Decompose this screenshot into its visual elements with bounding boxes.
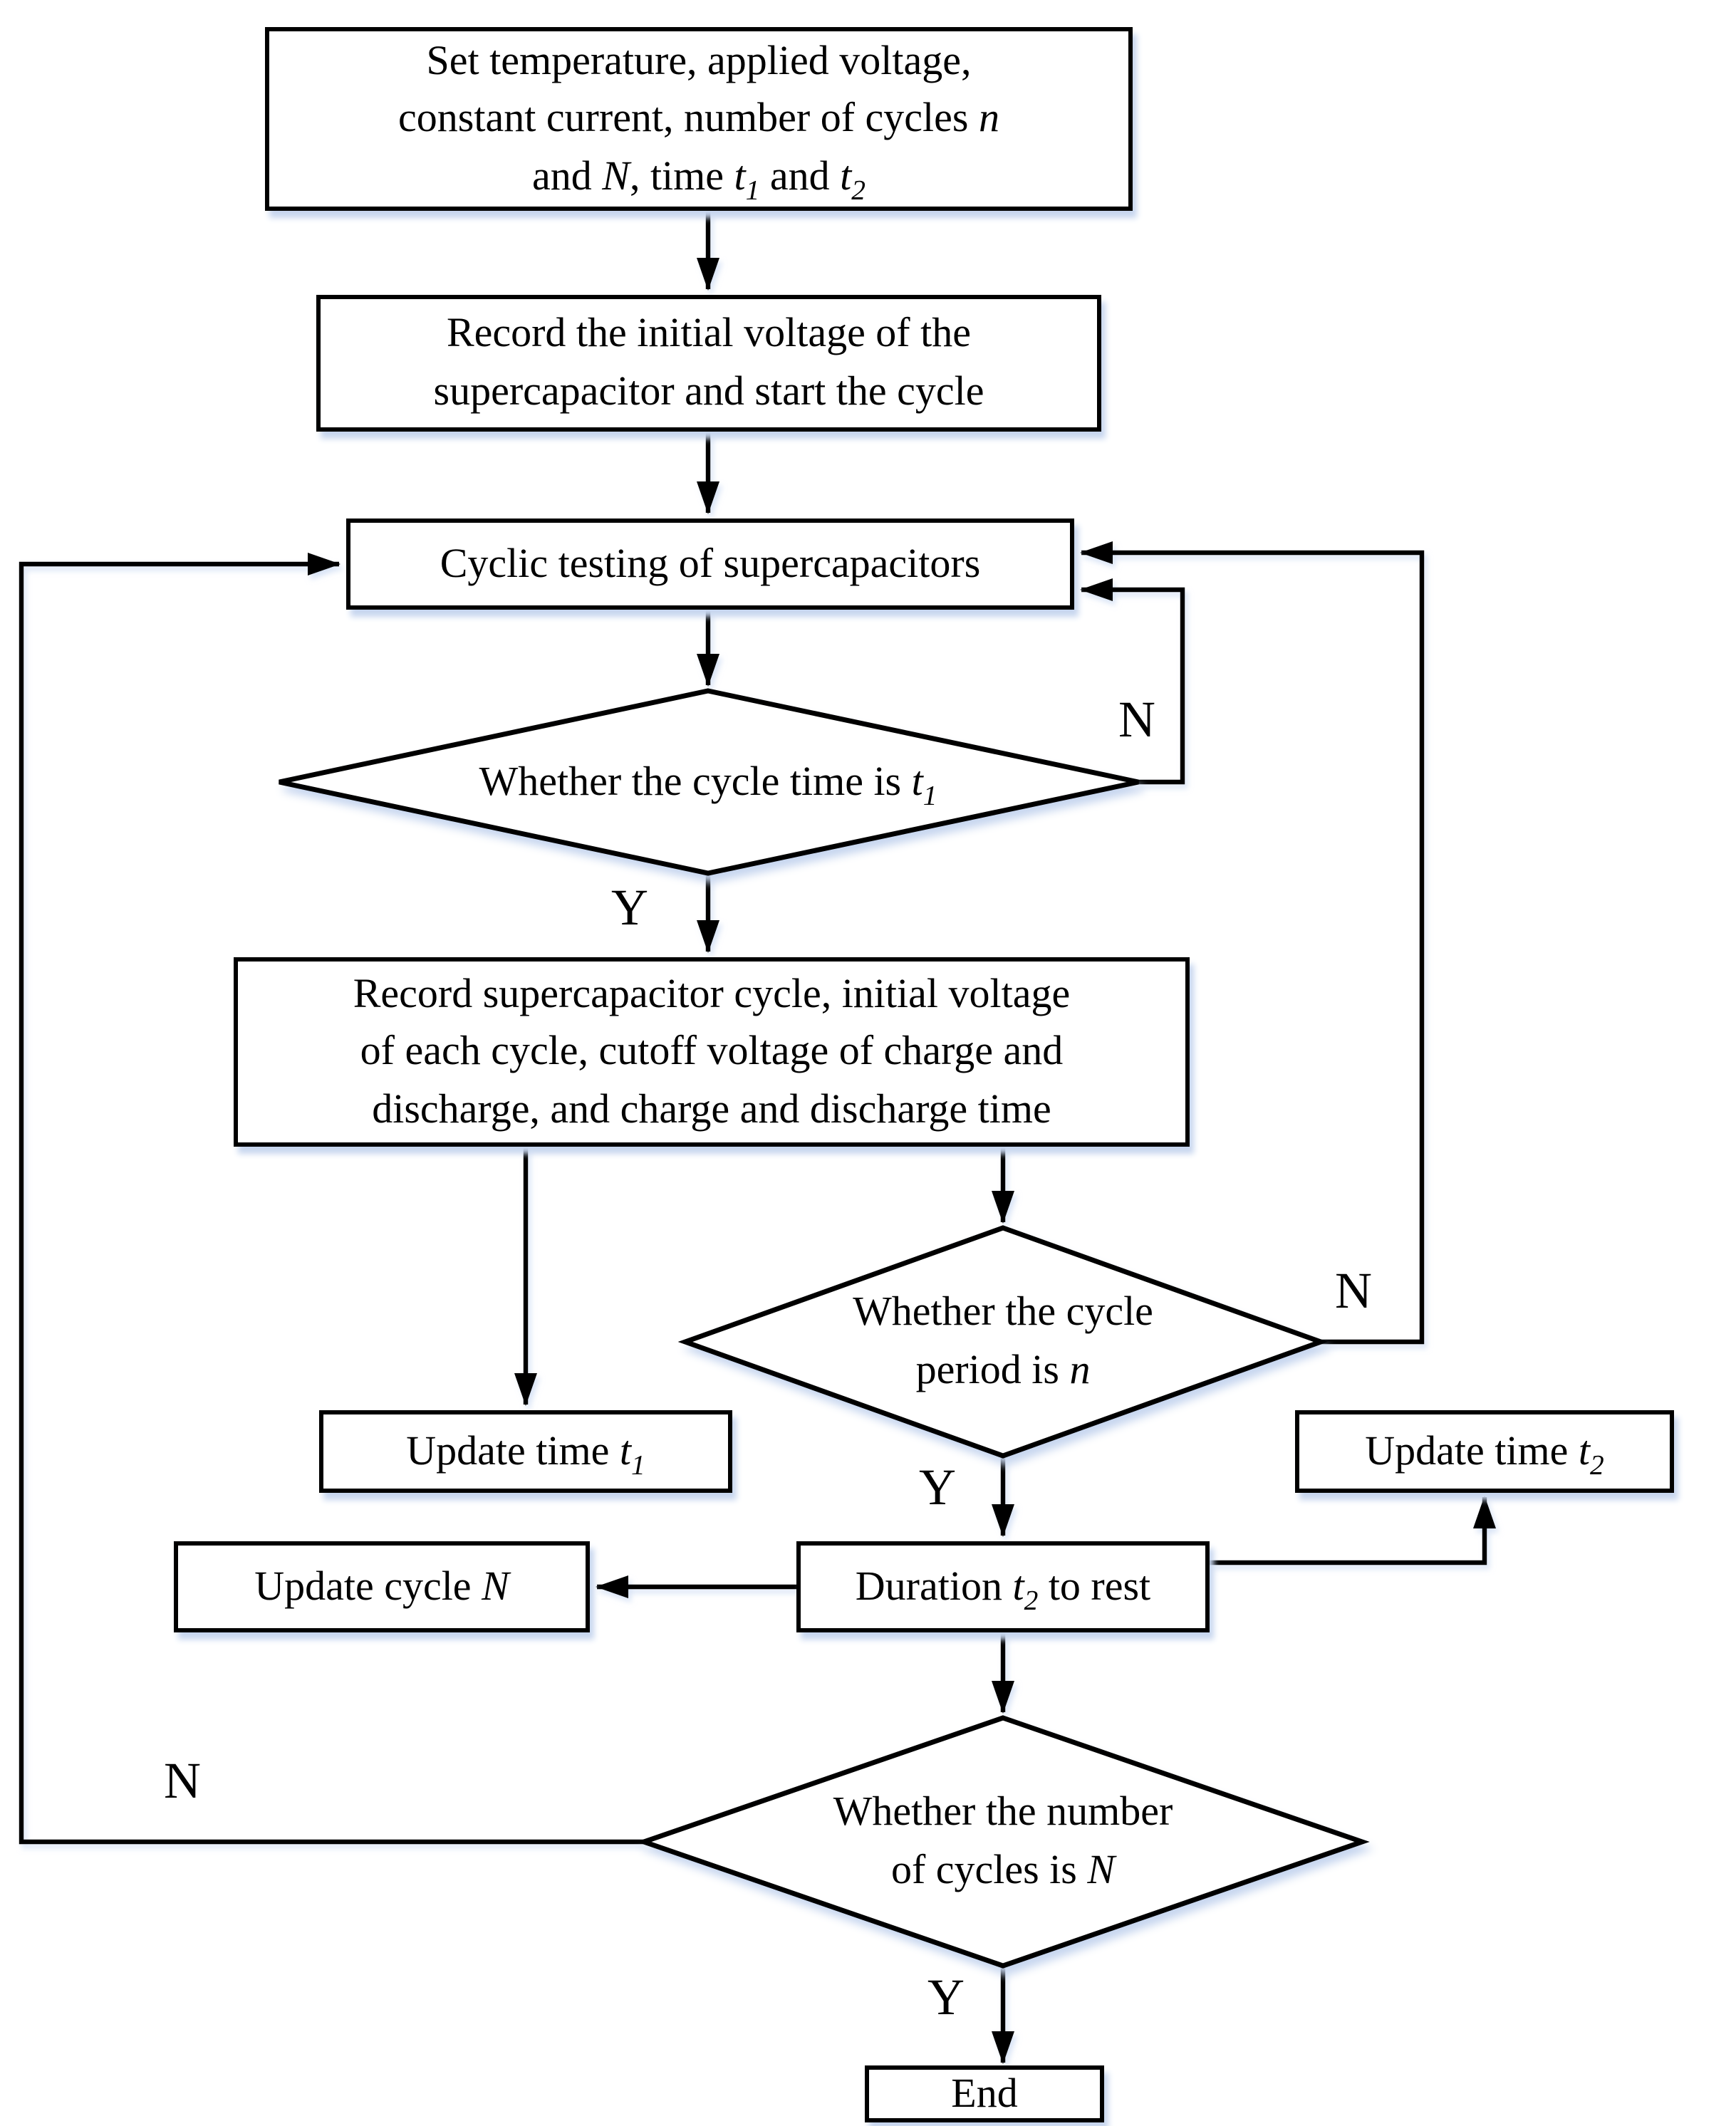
node-update-t2: Update time t2 [1295,1410,1674,1493]
text-part: Cyclic testing of supercapacitors [440,541,981,587]
connector-duration-to-update-t2 [1210,1496,1496,1565]
branch-label-yes-cycle-time: Y [611,879,648,936]
node-update-t1: Update time t1 [319,1410,732,1493]
text-part: n [978,95,999,142]
text-part: 1 [745,174,760,207]
node-cyclic-testing: Cyclic testing of supercapacitors [346,519,1074,610]
node-end-label: End [951,2065,1017,2122]
node-start-label: Set temperature, applied voltage, consta… [398,32,999,206]
text-part: and [532,153,603,199]
text-part: t [734,153,746,199]
text-part: discharge, and charge and discharge time [372,1086,1051,1132]
text-part: Record supercapacitor cycle, initial vol… [353,971,1071,1017]
text-part: 1 [922,780,937,811]
connector-no-loop-cycle-count [19,553,644,1845]
text-part: Record the initial voltage of the [446,311,971,357]
text-part: t [911,759,923,805]
text-part: constant current, number of cycles [398,95,979,142]
text-part: Update time [1365,1428,1579,1474]
connector-no-loop-cycle-time [1080,578,1185,785]
text-part: to rest [1038,1563,1151,1610]
text-part: t [1012,1563,1024,1610]
decision-diamond-cycle-count [636,1715,1370,1969]
text-part: n [1069,1348,1091,1393]
branch-label-no-cycle-period: N [1335,1262,1372,1319]
node-duration-rest: Duration t2 to rest [796,1541,1210,1632]
text-part: N [1087,1848,1116,1893]
connector-no-loop-cycle-period [1080,541,1425,1345]
text-part: , time [629,153,734,199]
text-part: Duration [855,1563,1013,1610]
decision-cycle-count-label: Whether the number of cycles is N [761,1771,1245,1913]
branch-label-no-cycle-count: N [164,1752,201,1809]
text-part: t [840,153,852,199]
node-update-cycle-n-label: Update cycle N [254,1558,509,1615]
node-duration-rest-label: Duration t2 to rest [856,1558,1150,1615]
branch-label-yes-cycle-period: Y [919,1459,956,1516]
text-part: of cycles is [890,1848,1088,1893]
text-part: Whether the cycle [853,1289,1153,1335]
text-part: 2 [1024,1585,1039,1616]
node-record-initial-label: Record the initial voltage of the superc… [434,306,984,421]
node-record-initial: Record the initial voltage of the superc… [316,295,1101,432]
text-part: t [1578,1428,1590,1474]
node-record-cycle-label: Record supercapacitor cycle, initial vol… [353,965,1071,1139]
text-part: N [482,1563,509,1610]
node-start: Set temperature, applied voltage, consta… [265,27,1133,211]
node-end: End [865,2065,1104,2122]
node-update-t1-label: Update time t1 [406,1422,645,1480]
decision-cycle-time-label: Whether the cycle time is t1 [323,739,1093,825]
text-part: t [619,1428,631,1474]
text-part: 2 [1590,1449,1604,1481]
decision-diamond-cycle-period [677,1225,1329,1459]
node-update-t2-label: Update time t2 [1365,1422,1604,1480]
node-update-cycle-n: Update cycle N [174,1541,590,1632]
text-part: and [759,153,841,199]
text-part: End [951,2070,1018,2117]
text-part: of each cycle, cutoff voltage of charge … [360,1028,1064,1075]
decision-cycle-period-label: Whether the cycle period is n [775,1271,1231,1413]
text-part: Set temperature, applied voltage, [426,38,972,84]
decision-diamond-cycle-time [279,688,1139,876]
text-part: Whether the cycle time is [479,759,912,805]
text-part: N [602,153,630,199]
branch-label-yes-cycle-count: Y [927,1969,965,2026]
text-part: supercapacitor and start the cycle [433,369,984,415]
text-part: 2 [851,174,866,207]
text-part: Update cycle [254,1563,482,1610]
node-record-cycle: Record supercapacitor cycle, initial vol… [234,957,1190,1147]
node-cyclic-testing-label: Cyclic testing of supercapacitors [440,535,981,593]
text-part: period is [915,1348,1070,1393]
branch-label-no-cycle-time: N [1118,691,1155,748]
text-part: 1 [631,1449,645,1481]
text-part: Whether the number [833,1789,1173,1835]
text-part: Update time [406,1428,620,1474]
